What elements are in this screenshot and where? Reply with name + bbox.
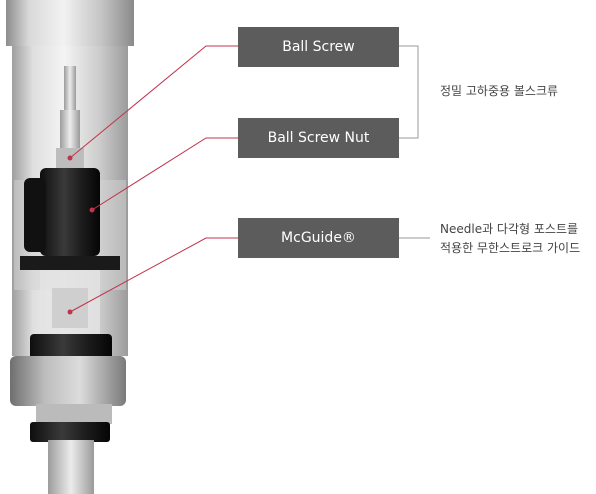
ball-screw-nut-body [40, 168, 100, 256]
ball-screw-label: Ball Screw [238, 27, 399, 67]
housing-top [6, 0, 134, 46]
leader-mcguide [69, 237, 238, 313]
lower-collar [10, 356, 126, 406]
mcguide-note-line1: Needle과 다각형 포스트를 [440, 222, 579, 236]
mcguide-label: McGuide® [238, 218, 399, 258]
ball-screw-nut-label: Ball Screw Nut [238, 118, 399, 158]
ball-screw-note: 정밀 고하중용 볼스크류 [440, 84, 559, 98]
bracket-ball-screw [399, 45, 419, 139]
mcguide-note-line2: 적용한 무한스트로크 가이드 [440, 241, 581, 255]
leader-ball-screw-nut [91, 137, 238, 211]
leader-lines [69, 45, 238, 313]
output-shaft [48, 440, 94, 494]
leader-ball-screw [69, 45, 238, 159]
bracket-lines [399, 45, 430, 239]
